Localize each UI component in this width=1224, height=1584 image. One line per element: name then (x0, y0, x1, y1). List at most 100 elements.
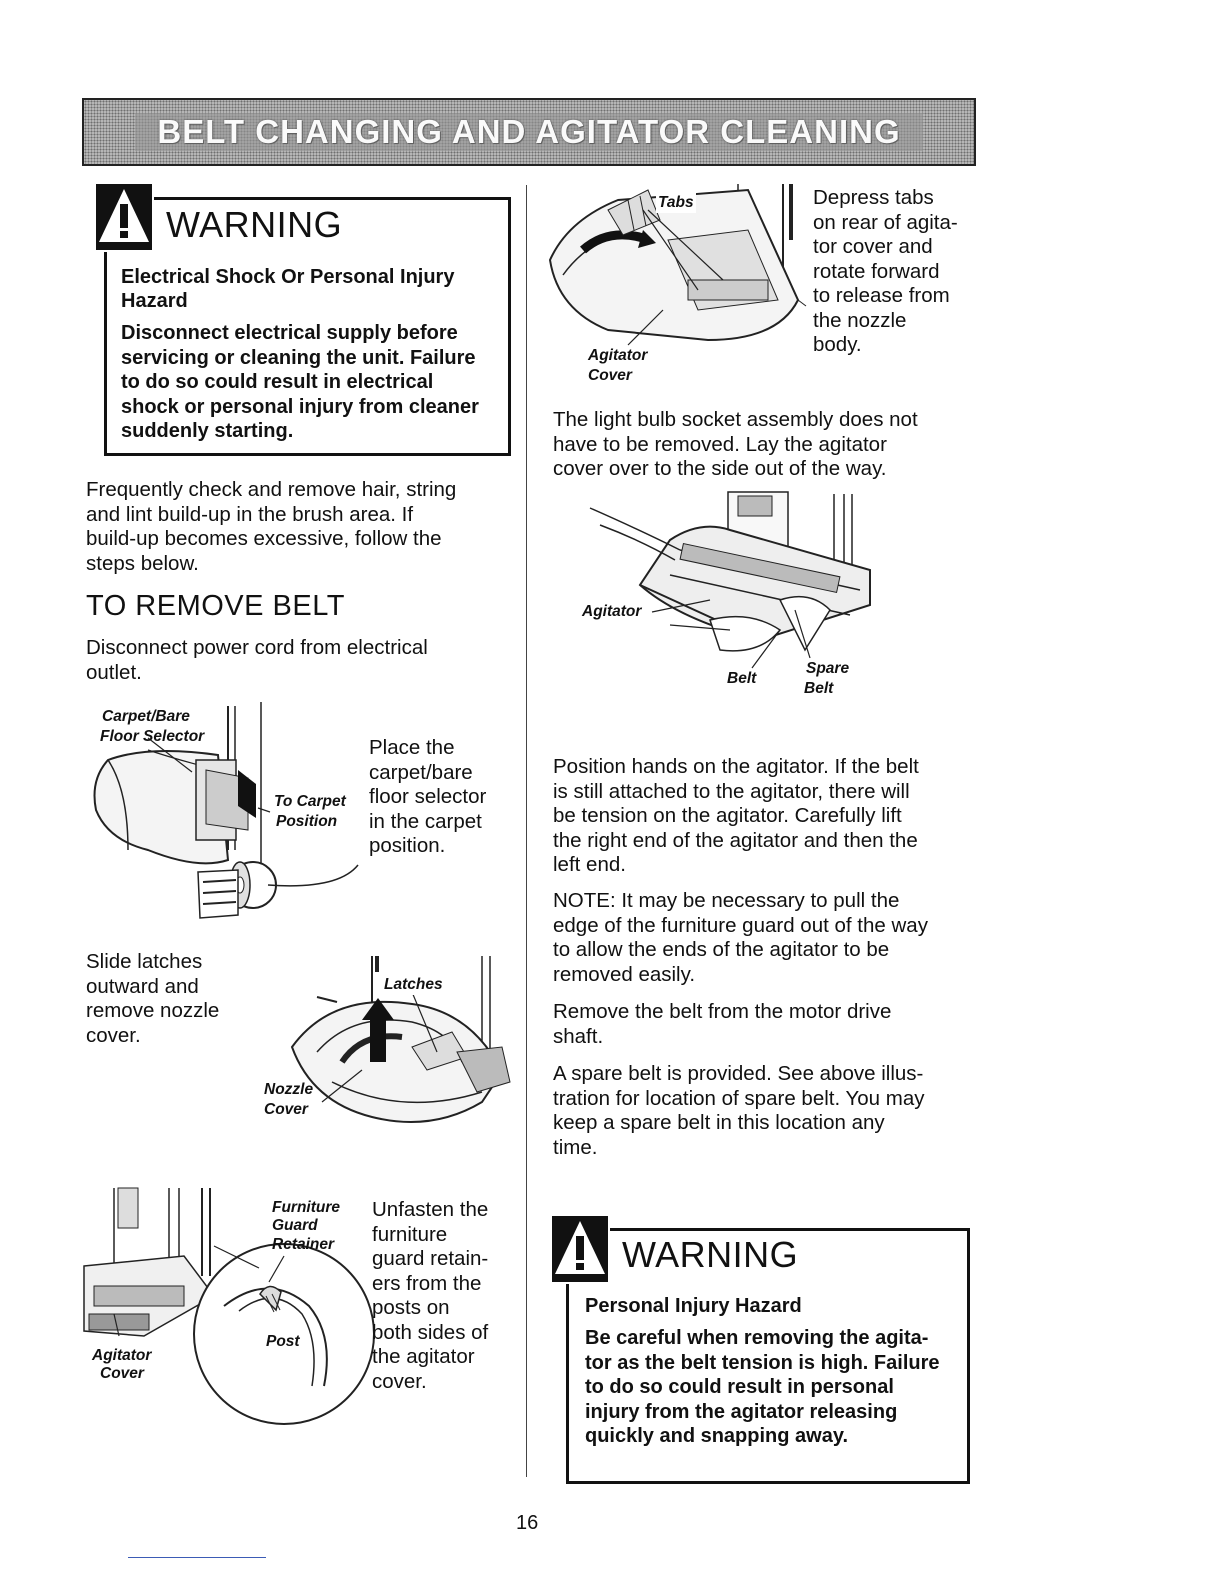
remove-belt-paragraph: Remove the belt from the motor drive sha… (553, 1000, 891, 1049)
warning-body-line: Disconnect electrical supply before (121, 322, 458, 344)
label-agitator-cover: Cover (588, 367, 632, 384)
step-line: carpet/bare (369, 760, 473, 784)
label-guard: Guard (272, 1217, 318, 1234)
label-floor-selector: Floor Selector (100, 728, 205, 745)
disconnect-line: Disconnect power cord from electrical (86, 636, 428, 659)
label-belt: Belt (727, 670, 757, 687)
warning-heading: WARNING (622, 1234, 799, 1275)
position-line: the right end of the agitator and then t… (553, 828, 918, 852)
warning-body-line: quickly and snapping away. (585, 1425, 849, 1447)
label-post: Post (266, 1333, 300, 1350)
label-agitator: Agitator (588, 347, 648, 364)
position-line: is still attached to the agitator, there… (553, 779, 910, 803)
warning-body-line: Be careful when removing the agita- (585, 1327, 929, 1349)
step-line: Slide latches (86, 950, 203, 973)
warning-body-line: servicing or cleaning the unit. Failure (121, 346, 476, 369)
note-first-line: NOTE: It may be necessary to pull the (553, 889, 928, 914)
bulb-paragraph: The light bulb socket assembly does not … (553, 408, 918, 482)
page-title: BELT CHANGING AND AGITATOR CLEANING (135, 113, 923, 151)
step-line: remove nozzle (86, 999, 220, 1022)
intro-line: and lint build-up in the brush area. If (86, 502, 414, 526)
warning-body-line: injury from the agitator releasing (585, 1400, 898, 1423)
warning-body-line: to do so could result in personal (585, 1376, 894, 1398)
step-line: position. (369, 834, 446, 857)
warning-body: Disconnect electrical supply before serv… (121, 321, 501, 444)
label-cover: Cover (264, 1101, 308, 1118)
intro-line: build-up becomes excessive, follow the (86, 527, 442, 550)
step-line: body. (813, 333, 862, 356)
step-line: outward and (86, 974, 199, 998)
step-line: the agitator (372, 1345, 475, 1368)
warning-triangle-icon (552, 1216, 610, 1284)
disconnect-line: outlet. (86, 660, 142, 684)
step-line: cover. (372, 1369, 427, 1393)
step-line: both sides of (372, 1320, 489, 1344)
label-carpet-bare: Carpet/Bare (102, 708, 190, 725)
position-paragraph: Position hands on the agitator. If the b… (553, 755, 919, 878)
disconnect-paragraph: Disconnect power cord from electrical ou… (86, 636, 428, 685)
note-text: It may be necessary to pull the (615, 889, 900, 912)
step-line: rotate forward (813, 259, 940, 283)
warning-box-electrical (104, 197, 511, 456)
furniture-guard-illustration (83, 1187, 375, 1425)
note-line: removed easily. (553, 962, 696, 986)
intro-line: Frequently check and remove hair, string (86, 478, 457, 501)
position-line: be tension on the agitator. Carefully li… (553, 804, 902, 827)
label-spare-belt: Belt (804, 680, 834, 697)
step-line: on rear of agita- (813, 210, 958, 234)
guard-step-text: Unfasten the furniture guard retain- ers… (372, 1198, 488, 1394)
intro-paragraph: Frequently check and remove hair, string… (86, 478, 506, 576)
label-position: Position (276, 813, 338, 830)
step-line: to release from (813, 284, 950, 307)
selector-step-text: Place the carpet/bare floor selector in … (369, 736, 486, 859)
section-banner: BELT CHANGING AND AGITATOR CLEANING (82, 98, 976, 166)
warning-body-line: to do so could result in electrical (121, 371, 434, 393)
spare-line: keep a spare belt in this location any (553, 1111, 885, 1134)
label-agitator-cover: Cover (100, 1365, 144, 1382)
label-retainer: Retainer (272, 1236, 335, 1253)
label-furniture: Furniture (272, 1199, 341, 1216)
bulb-line: cover over to the side out of the way. (553, 457, 887, 480)
warning-hazard-line: Personal Injury Hazard (585, 1295, 802, 1317)
label-spare: Spare (806, 660, 850, 677)
step-line: Depress tabs (813, 186, 934, 209)
step-line: in the carpet (369, 809, 482, 833)
label-agitator: Agitator (582, 603, 642, 620)
footer-rule (128, 1557, 266, 1558)
note-line: edge of the furniture guard out of the w… (553, 913, 928, 937)
label-latches: Latches (382, 975, 445, 995)
label-nozzle: Nozzle (264, 1081, 314, 1098)
step-line: the nozzle (813, 308, 907, 332)
intro-line: steps below. (86, 551, 199, 575)
label-to-carpet: To Carpet (274, 793, 346, 810)
warning-hazard-line: Hazard (121, 290, 188, 312)
note-paragraph: NOTE: It may be necessary to pull the ed… (553, 889, 928, 987)
note-line: to allow the ends of the agitator to be (553, 938, 890, 961)
step-line: ers from the (372, 1271, 482, 1295)
step-line: Place the (369, 736, 455, 759)
agitator-spare-belt-illustration (589, 491, 871, 669)
warning-heading: WARNING (166, 204, 343, 245)
label-agitator: Agitator (92, 1347, 152, 1364)
column-divider (526, 185, 527, 1477)
floor-selector-illustration (93, 702, 359, 919)
step-line: Unfasten the (372, 1198, 489, 1221)
spare-line: A spare belt is provided. See above illu… (553, 1062, 924, 1085)
position-line: left end. (553, 853, 626, 876)
warning-hazard-line: Electrical Shock Or Personal Injury (121, 266, 455, 288)
warning-box-injury (566, 1228, 970, 1484)
section-heading-remove-belt: TO REMOVE BELT (86, 590, 345, 622)
remove-line: Remove the belt from the motor drive (553, 1000, 892, 1023)
step-line: tor cover and (813, 235, 933, 258)
step-line: posts on (372, 1296, 450, 1319)
tabs-step-text: Depress tabs on rear of agita- tor cover… (813, 186, 958, 358)
spare-line: time. (553, 1135, 598, 1159)
spare-belt-paragraph: A spare belt is provided. See above illu… (553, 1062, 925, 1160)
step-line: floor selector (369, 785, 487, 808)
nozzle-cover-illustration (290, 956, 511, 1123)
bulb-line: The light bulb socket assembly does not (553, 408, 918, 431)
label-tabs: Tabs (656, 193, 696, 213)
agitator-cover-tabs-illustration (548, 184, 807, 346)
bulb-line: have to be removed. Lay the agitator (553, 432, 887, 456)
spare-line: tration for location of spare belt. You … (553, 1086, 925, 1110)
